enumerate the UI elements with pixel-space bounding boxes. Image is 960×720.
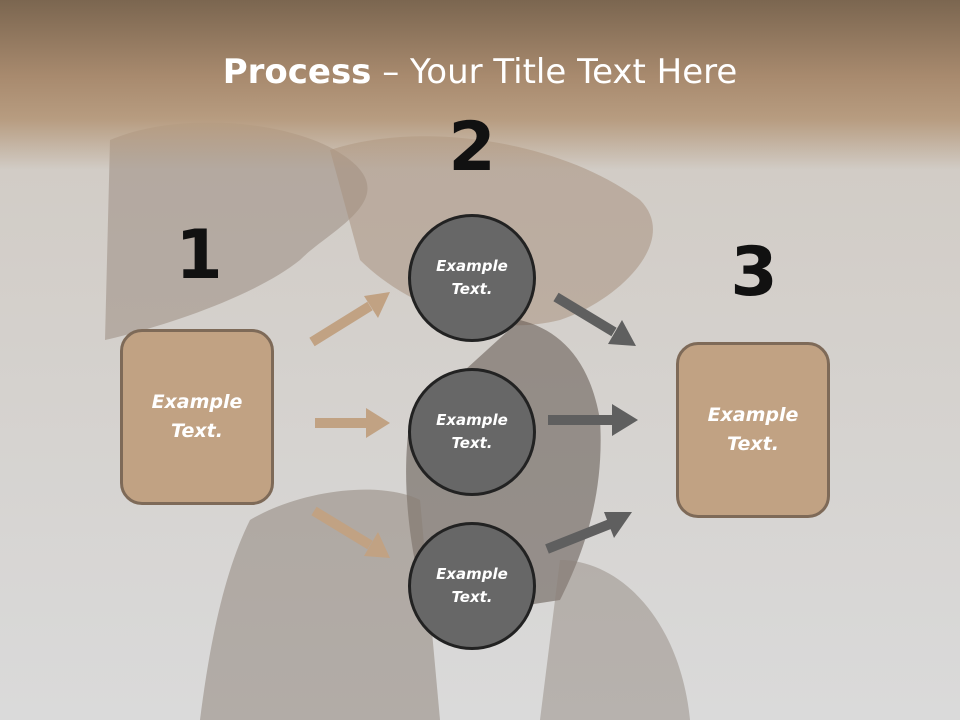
step-number-1: 1: [175, 216, 223, 295]
arrow-1-to-middle: [315, 408, 390, 438]
step-3-text: Example Text.: [707, 404, 799, 455]
circle-top-text: Example Text.: [436, 257, 508, 298]
step-number-2: 2: [448, 108, 496, 187]
title-rest: – Your Title Text Here: [371, 52, 738, 92]
step-3-box[interactable]: Example Text.: [676, 342, 830, 518]
step-2-circle-bottom[interactable]: Example Text.: [408, 522, 536, 650]
title-bold: Process: [222, 52, 372, 92]
step-1-text: Example Text.: [151, 391, 243, 442]
arrow-1-to-top: [309, 292, 390, 347]
title-band: [0, 0, 960, 170]
circle-middle-text: Example Text.: [436, 411, 508, 452]
step-2-circle-top[interactable]: Example Text.: [408, 214, 536, 342]
arrow-1-to-bottom: [311, 506, 390, 558]
arrow-middle-to-3: [548, 404, 638, 436]
step-2-circle-middle[interactable]: Example Text.: [408, 368, 536, 496]
step-number-3: 3: [730, 233, 778, 312]
step-1-box[interactable]: Example Text.: [120, 329, 274, 505]
arrow-top-to-3: [553, 292, 636, 346]
circle-bottom-text: Example Text.: [436, 565, 508, 606]
arrow-bottom-to-3: [545, 512, 632, 554]
slide-title: Process – Your Title Text Here: [0, 52, 960, 92]
